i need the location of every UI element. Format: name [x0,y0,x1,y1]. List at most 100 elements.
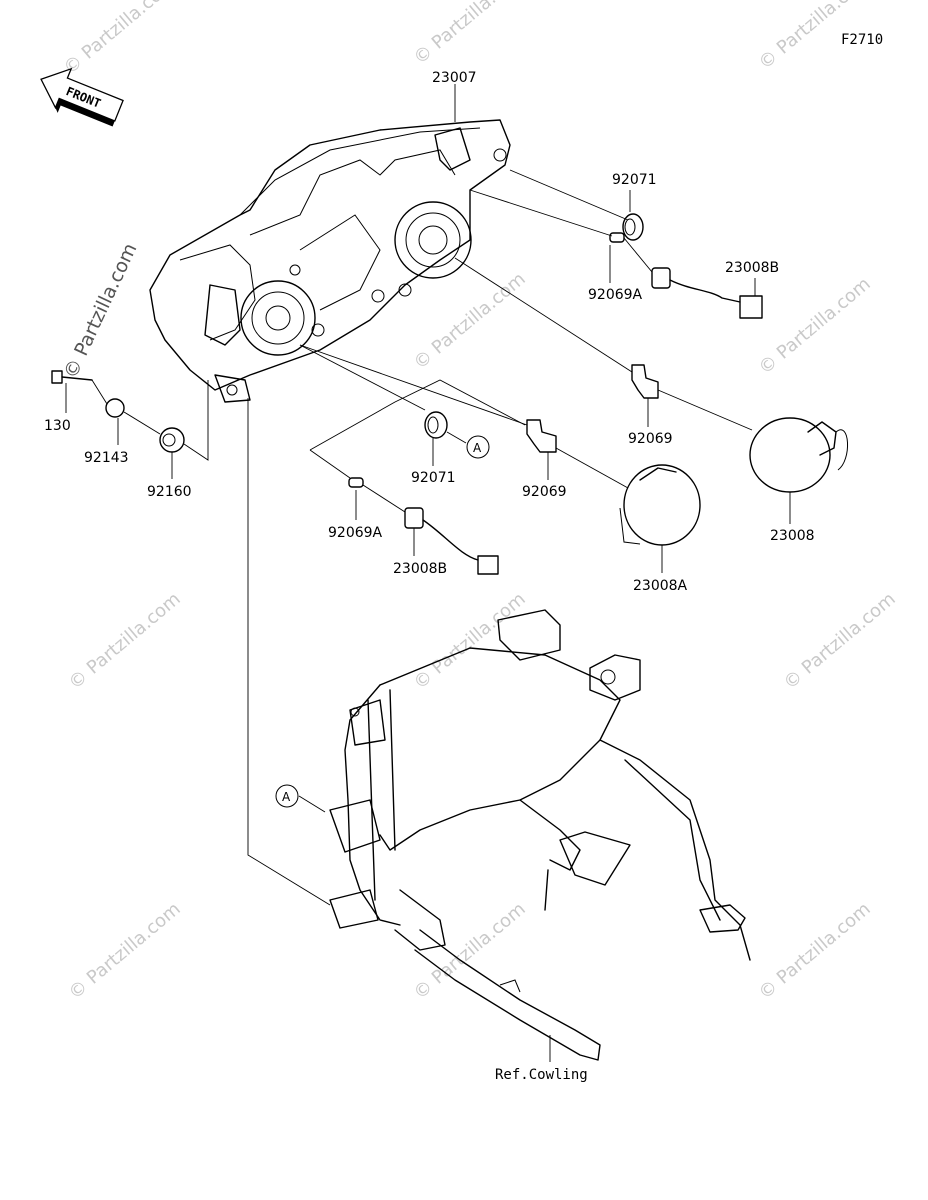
label-92071-mid: 92071 [411,470,456,486]
bolt-shank [61,376,93,381]
bracket-hole [600,669,616,685]
side-mount-tab [204,284,241,346]
assembly-axis [299,344,528,426]
center-bracket [559,831,631,886]
low-beam-reflector [240,280,316,356]
cap-rim [639,467,677,481]
assembly-axis [123,411,161,435]
wedge-bulb [348,477,364,488]
assembly-axis [362,484,406,513]
callout-a-leader [298,795,326,813]
damper-ring [159,427,185,453]
callout-letter: A [282,790,291,804]
assembly-axis [623,237,653,273]
assembly-axis [555,447,629,489]
watermark: © Partzilla.com [780,588,900,693]
stay-right-bracket [589,654,641,701]
label-23008B-left: 23008B [393,561,447,577]
bulb-a-left [348,477,364,488]
callout-circle [466,435,490,459]
high-beam-inner [405,212,461,268]
high-beam-core [418,225,448,255]
stay-right-leg [599,739,751,961]
label-ref-cowling: Ref.Cowling [495,1067,588,1083]
label-130: 130 [44,418,71,434]
collar [105,398,125,418]
label-23008B-right: 23008B [725,260,779,276]
label-92069-high: 92069 [628,431,673,447]
stay-top-plate [497,609,561,661]
cowling-stay [329,609,751,1061]
adjuster-screw [371,289,385,303]
lower-left-plate [329,889,379,929]
watermark: © Partzilla.com [60,0,180,79]
lower-arm [414,929,601,1061]
group-bracket [309,379,526,451]
socket-connector [739,295,763,319]
adjuster-screw [398,283,412,297]
mount-to-stay-line [247,398,331,906]
callout-a-mid: A [466,435,490,459]
dust-cap [623,464,701,546]
dust-cap [749,417,831,493]
lower-arm-joint [394,889,446,951]
h-bulb [631,364,659,399]
cap-connector [807,421,837,456]
watermark: © Partzilla.com [65,588,185,693]
right-foot-tab [699,904,746,933]
stay-right-leg-inner [624,759,721,921]
label-92069A-right: 92069A [588,287,643,303]
label-23008: 23008 [770,528,815,544]
watermark: © Partzilla.com [755,898,875,1003]
grommet-hole [427,416,439,434]
callout-letter: A [473,441,482,455]
vertical-watermark: © Partzilla.com [60,240,142,382]
assembly-axis [657,389,753,431]
label-92069-low: 92069 [522,484,567,500]
center-rod [544,869,549,911]
lower-arm-tab [499,979,521,993]
upper-left-tab [349,699,386,746]
low-beam-core [265,305,291,331]
grommet-ring [424,411,448,439]
headlight-assembly [149,119,511,403]
high-beam-reflector [394,201,472,279]
left-mount-plate [329,799,381,853]
stay-left-tube-edge [367,689,396,901]
watermark: © Partzilla.com [65,898,185,1003]
mount-bracket-line [183,380,209,461]
assembly-axis [299,344,426,411]
watermark: © Partzilla.com [410,898,530,1003]
front-arrow: FRONT [40,67,124,127]
housing-edge [239,127,481,216]
damper-hole [162,433,176,447]
stay-left-tube [344,684,401,926]
label-92069A-left: 92069A [328,525,383,541]
callout-a-leader [446,431,467,444]
socket-right [651,267,763,319]
damper [159,427,185,453]
callout-circle [275,784,299,808]
grommet-hole [624,218,636,236]
bulb-high [631,364,659,399]
cap-left [619,464,701,546]
watermark: © Partzilla.com [755,273,875,378]
cap-wire [619,507,641,545]
grommet-ring [622,213,644,241]
watermark: © Partzilla.com [410,268,530,373]
socket-body [651,267,671,289]
label-23007: 23007 [432,70,477,86]
figure-code: F2710 [841,32,883,48]
grommet-mid [424,411,448,439]
front-arrow-shadow [55,98,115,127]
watermark: © Partzilla.com [410,588,530,693]
adjuster-screw [493,148,507,162]
socket-left [404,507,499,575]
bulb-a-right [609,232,625,243]
label-92071-top: 92071 [612,172,657,188]
bolt [51,370,93,384]
label-23008A: 23008A [633,578,688,594]
collar-ring [105,398,125,418]
assembly-axis [454,257,633,373]
adjuster-screw [311,323,325,337]
